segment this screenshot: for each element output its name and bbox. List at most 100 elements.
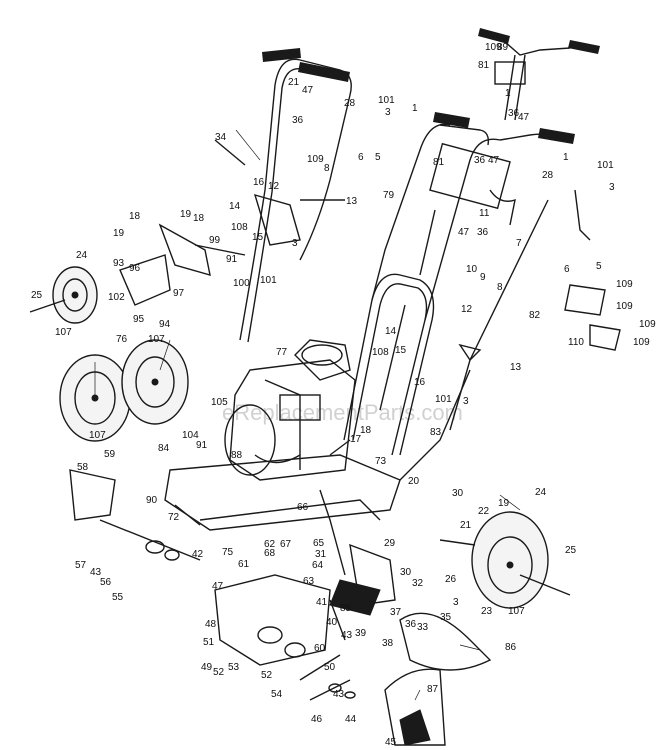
blade-stack <box>299 654 356 701</box>
callout-19: 19 <box>113 228 125 239</box>
callout-labels: 21 47 36 34 28 101 3 109 8 6 5 16 12 14 … <box>31 42 656 748</box>
callout-46: 46 <box>311 714 323 725</box>
watermark-text: eReplacementParts.com <box>222 400 463 425</box>
callout-65: 65 <box>313 538 325 549</box>
callout-24: 24 <box>76 250 88 261</box>
callout-109: 109 <box>616 301 633 312</box>
callout-5: 5 <box>596 261 602 272</box>
callout-88: 88 <box>231 450 243 461</box>
callout-18: 18 <box>360 425 372 436</box>
callout-31: 31 <box>315 549 327 560</box>
callout-86: 86 <box>505 642 517 653</box>
callout-13: 13 <box>346 196 358 207</box>
rear-wheel-pair <box>59 339 189 442</box>
callout-91: 91 <box>196 440 208 451</box>
callout-64: 64 <box>312 560 324 571</box>
callout-73: 73 <box>375 456 387 467</box>
callout-77: 77 <box>276 347 288 358</box>
callout-43: 43 <box>333 689 345 700</box>
frame-deck <box>164 439 401 576</box>
callout-72: 72 <box>168 512 180 523</box>
callout-97: 97 <box>173 288 185 299</box>
left-axle <box>99 519 201 561</box>
callout-67: 67 <box>280 539 292 550</box>
callout-105: 105 <box>211 397 228 408</box>
callout-6: 6 <box>358 152 364 163</box>
callout-13: 13 <box>510 362 522 373</box>
callout-59: 59 <box>104 449 116 460</box>
callout-93: 93 <box>113 258 125 269</box>
callout-94: 94 <box>159 319 171 330</box>
blade-guard <box>399 612 492 671</box>
callout-63: 63 <box>303 576 315 587</box>
safety-bracket <box>564 284 621 351</box>
belt-guard <box>69 469 116 521</box>
callout-85: 85 <box>340 603 352 614</box>
left-wheel <box>29 266 98 324</box>
callout-53: 53 <box>228 662 240 673</box>
callout-95: 95 <box>133 314 145 325</box>
callout-33: 33 <box>417 622 429 633</box>
callout-55: 55 <box>112 592 124 603</box>
callout-109: 109 <box>616 279 633 290</box>
callout-58: 58 <box>77 462 89 473</box>
callout-21: 21 <box>288 77 300 88</box>
callout-1: 1 <box>505 88 511 99</box>
callout-3: 3 <box>453 597 459 608</box>
callout-11: 11 <box>479 208 490 219</box>
callout-48: 48 <box>205 619 217 630</box>
callout-19: 19 <box>498 498 510 509</box>
parts-artwork <box>29 28 621 746</box>
callout-43: 43 <box>341 630 353 641</box>
callout-18: 18 <box>129 211 141 222</box>
callout-34: 34 <box>215 132 227 143</box>
callout-51: 51 <box>203 637 215 648</box>
callout-36: 36 <box>292 115 304 126</box>
callout-89: 89 <box>497 42 509 53</box>
callout-43: 43 <box>90 567 102 578</box>
callout-30: 30 <box>400 567 412 578</box>
depth-adjust <box>329 543 396 641</box>
main-handle-assembly <box>343 112 575 456</box>
upper-left-handle <box>214 48 352 343</box>
height-bracket <box>119 223 246 306</box>
callout-76: 76 <box>116 334 128 345</box>
sector-11 <box>489 189 516 226</box>
callout-104: 104 <box>182 430 199 441</box>
callout-3: 3 <box>292 238 298 249</box>
callout-107: 107 <box>89 430 106 441</box>
callout-50: 50 <box>324 662 336 673</box>
callout-15: 15 <box>395 345 407 356</box>
callout-57: 57 <box>75 560 87 571</box>
callout-24: 24 <box>535 487 547 498</box>
callout-108: 108 <box>372 347 389 358</box>
callout-109: 109 <box>307 154 324 165</box>
callout-96: 96 <box>129 263 141 274</box>
callout-101: 101 <box>378 95 395 106</box>
callout-19: 19 <box>180 209 192 220</box>
callout-99: 99 <box>209 235 221 246</box>
callout-41: 41 <box>316 597 328 608</box>
callout-54: 54 <box>271 689 283 700</box>
callout-62: 62 <box>264 539 276 550</box>
callout-6: 6 <box>564 264 570 275</box>
callout-83: 83 <box>430 427 442 438</box>
callout-101: 101 <box>597 160 614 171</box>
callout-32: 32 <box>412 578 424 589</box>
callout-91: 91 <box>226 254 238 265</box>
callout-18: 18 <box>193 213 205 224</box>
callout-101: 101 <box>260 275 277 286</box>
callout-1: 1 <box>563 152 569 163</box>
callout-12: 12 <box>461 304 473 315</box>
callout-21: 21 <box>460 520 472 531</box>
callout-75: 75 <box>222 547 234 558</box>
callout-16: 16 <box>253 177 265 188</box>
callout-1: 1 <box>412 103 418 114</box>
callout-101: 101 <box>435 394 452 405</box>
callout-3: 3 <box>385 107 391 118</box>
callout-107: 107 <box>508 606 525 617</box>
callout-45: 45 <box>385 737 397 748</box>
cable-83 <box>399 369 471 481</box>
callout-14: 14 <box>385 326 397 337</box>
